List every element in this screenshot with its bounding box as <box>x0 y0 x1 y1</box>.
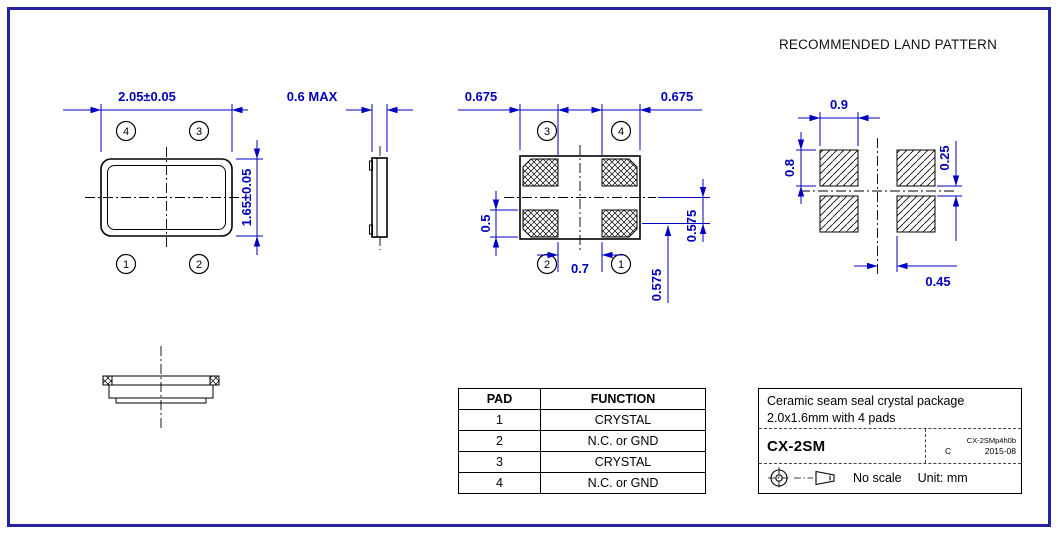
center-gap-dimension: 0.7 <box>537 242 623 276</box>
table-row: 1 CRYSTAL <box>458 409 706 431</box>
svg-text:1: 1 <box>123 259 129 271</box>
pad-2 <box>522 209 559 238</box>
side-body-outline <box>371 157 388 238</box>
pad-3 <box>522 158 559 187</box>
land-pad-width-label: 0.9 <box>830 97 848 112</box>
seam-weld-left <box>102 375 113 386</box>
land-gap-label: 0.25 <box>937 145 952 170</box>
left-offset-label: 0.675 <box>465 89 498 104</box>
pad-number-1: 1 <box>610 253 632 275</box>
pad-cell: 1 <box>458 409 541 431</box>
pad-1 <box>601 209 638 238</box>
svg-text:2: 2 <box>196 259 202 271</box>
height-dim-label: 1.65±0.05 <box>239 169 254 227</box>
pad-number-2: 2 <box>188 253 210 275</box>
pad-column-header: PAD <box>458 388 541 410</box>
pad-cell: 4 <box>458 472 541 494</box>
side-view: 0.6 MAX <box>287 89 413 250</box>
pad-number-4: 4 <box>610 120 632 142</box>
pad-cell: 2 <box>458 430 541 452</box>
package-description: Ceramic seam seal crystal package 2.0x1.… <box>759 389 1021 429</box>
land-pad-height-dimension: 0.8 <box>782 132 816 204</box>
right-offset-label: 0.675 <box>661 89 694 104</box>
pad-number-3: 3 <box>188 120 210 142</box>
date: 2015-08 <box>984 445 1016 456</box>
svg-text:4: 4 <box>618 126 624 138</box>
description-line2: 2.0x1.6mm with 4 pads <box>767 410 896 425</box>
left-pad-offset-dimension: 0.675 <box>458 89 580 155</box>
table-row: 4 N.C. or GND <box>458 472 706 494</box>
table-header-row: PAD FUNCTION <box>458 388 706 410</box>
pad-4 <box>601 158 638 187</box>
pad-cell: 3 <box>458 451 541 473</box>
function-cell: CRYSTAL <box>540 451 706 473</box>
vertical-pitch-upper-dimension: 0.575 <box>642 179 710 242</box>
function-column-header: FUNCTION <box>540 388 706 410</box>
vertical-pitch-upper-label: 0.575 <box>684 210 699 243</box>
land-pad-width-dimension: 0.9 <box>798 97 880 146</box>
pad-height-dimension: 0.5 <box>478 191 518 256</box>
land-gap-dimension: 0.25 <box>937 141 962 241</box>
land-pad-top-left <box>819 149 859 187</box>
vertical-pitch-lower-dimension: 0.575 <box>649 225 672 303</box>
document-info: CX-2SMp4h0b C 2015-08 <box>925 429 1021 463</box>
title-block: Ceramic seam seal crystal package 2.0x1.… <box>758 388 1022 494</box>
scale-note: No scale <box>853 470 902 485</box>
center-gap-label: 0.7 <box>571 261 589 276</box>
land-pad-height-label: 0.8 <box>782 159 797 177</box>
side-pad-top <box>369 160 373 171</box>
function-cell: N.C. or GND <box>540 430 706 452</box>
description-line1: Ceramic seam seal crystal package <box>767 394 965 408</box>
land-pad-top-right <box>896 149 936 187</box>
thickness-dimension: 0.6 MAX <box>287 89 413 152</box>
width-dim-label: 2.05±0.05 <box>118 89 176 104</box>
document-number: CX-2SMp4h0b <box>966 435 1016 445</box>
vertical-pitch-lower-label: 0.575 <box>649 269 664 302</box>
table-row: 3 CRYSTAL <box>458 451 706 473</box>
right-pad-offset-dimension: 0.675 <box>580 89 702 155</box>
pad-number-1: 1 <box>115 253 137 275</box>
profile-view <box>102 346 220 428</box>
revision: C <box>945 445 952 456</box>
pad-number-4: 4 <box>115 120 137 142</box>
height-dimension: 1.65±0.05 <box>236 140 263 255</box>
pad-height-label: 0.5 <box>478 214 493 232</box>
bottom-step-outline <box>115 397 207 404</box>
pad-number-3: 3 <box>536 120 558 142</box>
pad-function-table: PAD FUNCTION 1 CRYSTAL 2 N.C. or GND 3 C… <box>458 388 706 494</box>
svg-text:3: 3 <box>196 126 202 138</box>
land-offset-label: 0.45 <box>925 274 950 289</box>
svg-text:2: 2 <box>544 259 550 271</box>
function-cell: CRYSTAL <box>540 409 706 431</box>
width-dimension: 2.05±0.05 <box>63 89 248 152</box>
land-pad-bottom-right <box>896 195 936 233</box>
seam-weld-right <box>209 375 220 386</box>
svg-text:4: 4 <box>123 126 129 138</box>
third-angle-projection-icon <box>768 466 835 489</box>
land-offset-dimension: 0.45 <box>854 236 957 289</box>
svg-text:1: 1 <box>618 259 624 271</box>
unit-note: Unit: mm <box>917 470 968 485</box>
table-row: 2 N.C. or GND <box>458 430 706 452</box>
top-view: 4 3 1 2 2.05±0.05 1.65±0.05 <box>63 89 263 275</box>
thickness-dim-label: 0.6 MAX <box>287 89 338 104</box>
pad-number-2: 2 <box>536 253 558 275</box>
land-pattern-view: 0.9 0.8 0.25 0.45 <box>782 97 962 289</box>
svg-text:3: 3 <box>544 126 550 138</box>
side-pad-bottom <box>369 224 373 235</box>
function-cell: N.C. or GND <box>540 472 706 494</box>
part-number: CX-2SM <box>767 437 826 455</box>
land-pad-bottom-left <box>819 195 859 233</box>
land-pattern-title: RECOMMENDED LAND PATTERN <box>778 37 998 52</box>
bottom-view: 3 4 2 1 0.675 0.675 <box>458 89 710 303</box>
